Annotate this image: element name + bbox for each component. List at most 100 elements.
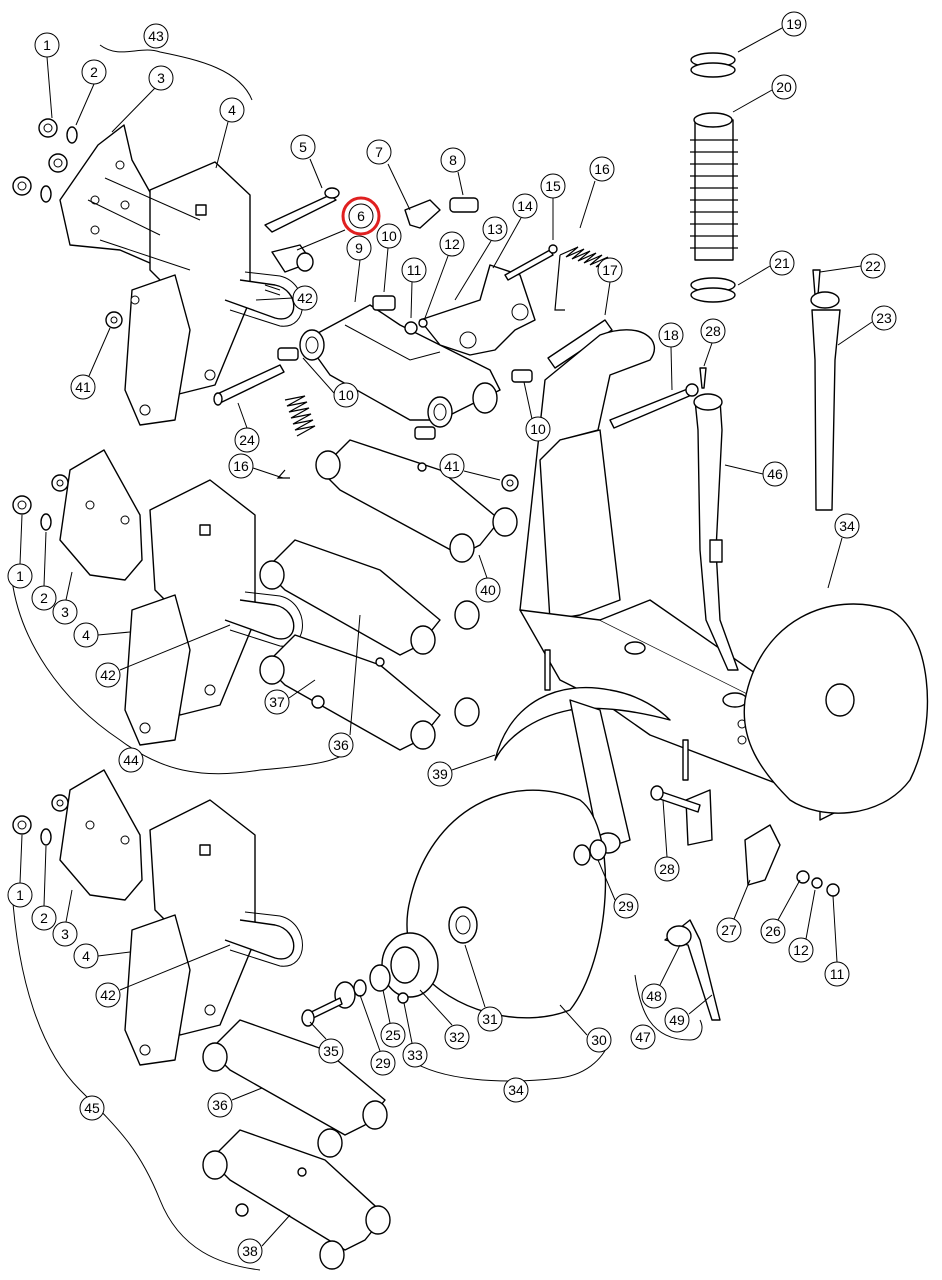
callout-leader-line: [670, 346, 673, 391]
callout-circle: [781, 11, 807, 37]
callout-leader-line: [97, 951, 131, 957]
callout-42: 42: [95, 624, 231, 688]
callout-circle: [401, 257, 427, 283]
callout-31: 31: [464, 944, 503, 1032]
callout-leader-line: [819, 265, 862, 273]
callout-circle: [52, 921, 78, 947]
callout-circle: [143, 23, 169, 49]
callout-number: 4: [82, 627, 90, 643]
callout-leader-line: [309, 158, 323, 189]
assembly-brackets: [11, 44, 703, 1271]
callout-10: 10: [376, 223, 402, 293]
callout-leader-line: [451, 754, 496, 771]
callout-41: 41: [439, 453, 501, 481]
callout-49: 49: [664, 994, 713, 1033]
callout-circle: [219, 97, 245, 123]
callout-11: 11: [401, 257, 427, 319]
callout-circle: [658, 322, 684, 348]
callout-circle: [346, 235, 372, 261]
callout-24: 24: [234, 402, 260, 453]
callout-leader-line: [383, 247, 389, 293]
callout-circle: [477, 1006, 503, 1032]
callout-leader-line: [424, 255, 449, 319]
callout-12: 12: [788, 889, 816, 963]
callout-number: 41: [75, 379, 91, 395]
callout-circle: [348, 203, 374, 229]
callout-circle: [440, 147, 466, 173]
callout-leader-line: [296, 229, 346, 251]
callout-number: 20: [776, 79, 792, 95]
callout-39: 39: [427, 754, 496, 787]
callout-circle: [292, 285, 318, 311]
callout-number: 44: [123, 752, 139, 768]
callout-42: 42: [95, 944, 231, 1008]
callout-circle: [73, 622, 99, 648]
callout-number: 19: [786, 16, 802, 32]
callout-leader-line: [732, 89, 773, 113]
callout-number: 47: [635, 1029, 651, 1045]
callout-leader-line: [387, 163, 411, 211]
callout-number: 31: [482, 1011, 498, 1027]
callout-8: 8: [440, 147, 466, 196]
callout-leader-line: [805, 889, 816, 940]
callout-38: 38: [237, 1214, 291, 1264]
callout-number: 26: [765, 923, 781, 939]
callout-circle: [366, 139, 392, 165]
callout-leader-line: [288, 679, 316, 699]
callout-circle: [427, 761, 453, 787]
callout-leader-line: [703, 342, 713, 367]
callout-circle: [70, 374, 96, 400]
callout-30: 30: [559, 1004, 612, 1053]
callout-circle: [237, 1238, 263, 1264]
callout-leader-line: [604, 281, 611, 316]
callout-7: 7: [366, 139, 411, 211]
callout-leader-line: [454, 240, 492, 301]
callout-number: 33: [407, 1047, 423, 1063]
callout-number: 28: [705, 323, 721, 339]
callout-leader-line: [410, 281, 413, 319]
callout-number: 17: [602, 262, 618, 278]
callout-leader-line: [43, 531, 47, 587]
callout-circle: [380, 1022, 406, 1048]
callout-28: 28: [700, 318, 726, 367]
callout-circle: [771, 74, 797, 100]
callout-circle: [31, 585, 57, 611]
callout-leader-line: [832, 895, 838, 963]
callout-25: 25: [380, 989, 406, 1048]
callout-number: 43: [148, 28, 164, 44]
callout-circle: [630, 1024, 656, 1050]
callout-23: 23: [837, 305, 897, 346]
callout-6: 6: [296, 196, 381, 251]
callout-15: 15: [540, 173, 566, 240]
callout-leader-line: [75, 83, 95, 126]
callout-circle: [95, 662, 121, 688]
callout-number: 30: [591, 1032, 607, 1048]
callout-20: 20: [732, 74, 797, 113]
callout-3: 3: [111, 65, 174, 133]
callout-number: 9: [355, 240, 363, 256]
callout-circle: [760, 918, 786, 944]
callout-leader-line: [88, 327, 111, 377]
callout-leader-line: [777, 879, 801, 921]
callout-number: 14: [517, 198, 533, 214]
callout-circle: [860, 253, 886, 279]
callout-10: 10: [302, 357, 359, 408]
callout-1: 1: [34, 32, 60, 119]
callout-circle: [264, 689, 290, 715]
callout-leader-line: [231, 1087, 263, 1101]
callout-leader-line: [403, 1002, 413, 1044]
callout-leader-line: [463, 470, 501, 481]
callout-leader-line: [457, 171, 464, 196]
callout-leader-line: [837, 321, 873, 346]
callout-leader-line: [478, 554, 488, 579]
mount-assembly-bottom: [12, 769, 391, 1270]
callout-number: 48: [646, 988, 662, 1004]
callout-leader-line: [597, 859, 616, 901]
callout-number: 3: [61, 926, 69, 942]
callout-number: 3: [157, 70, 165, 86]
callout-circle: [439, 453, 465, 479]
callout-14: 14: [492, 193, 538, 269]
callout-29: 29: [597, 859, 639, 919]
callout-leader-line: [119, 944, 231, 991]
